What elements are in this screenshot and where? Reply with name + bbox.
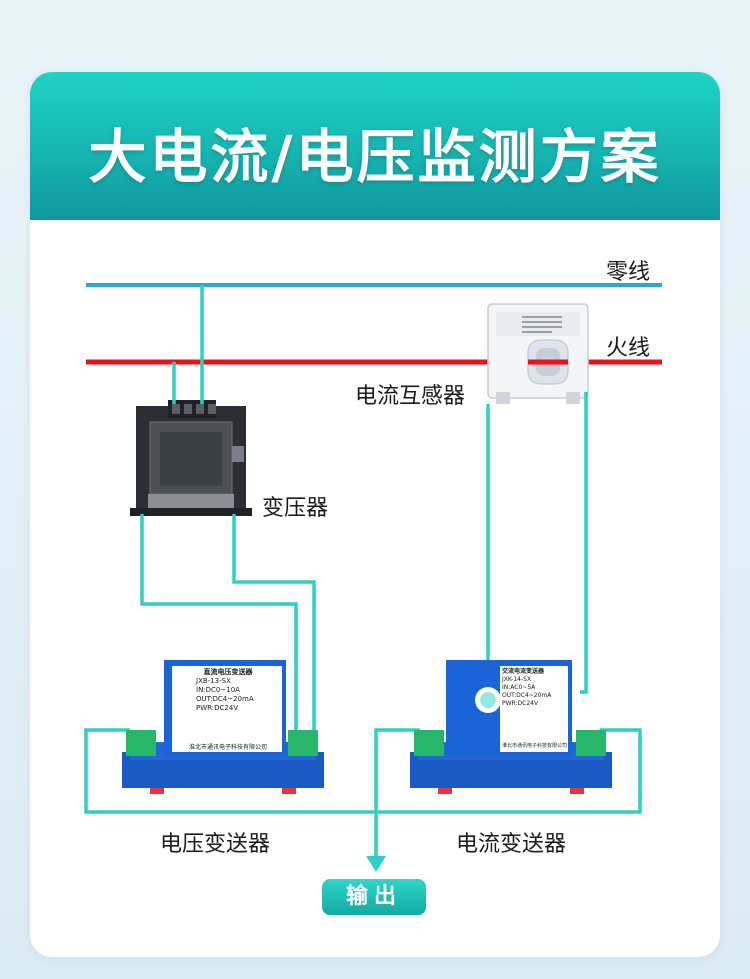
current-transformer-label: 电流互感器 bbox=[355, 384, 466, 409]
current-nameplate-header: 交流电流变送器 bbox=[502, 668, 545, 675]
current-nameplate-power: PWR:DC24V bbox=[502, 700, 539, 707]
current-nameplate: 交流电流变送器 JXK-14-SX IN:AC0~5A OUT:DC4~20mA… bbox=[502, 668, 568, 750]
live-line-label: 火线 bbox=[606, 336, 651, 361]
voltage-nameplate-input: IN:DC0~10A bbox=[196, 686, 240, 694]
current-nameplate-model: JXK-14-SX bbox=[502, 676, 532, 683]
voltage-nameplate-footer: 淮北市通讯电子科技有限公司 bbox=[188, 744, 267, 751]
transformer-device bbox=[130, 400, 252, 516]
header-banner: 大电流/电压监测方案 bbox=[30, 72, 720, 220]
current-nameplate-output: OUT:DC4~20mA bbox=[502, 692, 552, 699]
voltage-nameplate-header: 直流电压变送器 bbox=[203, 668, 253, 676]
voltage-nameplate: 直流电压变送器 JXB-13-SX IN:DC0~10A OUT:DC4~20m… bbox=[174, 668, 282, 752]
current-nameplate-input: IN:AC0~5A bbox=[502, 684, 536, 691]
header-background bbox=[30, 72, 720, 220]
voltage-nameplate-model: JXB-13-SX bbox=[196, 677, 231, 685]
voltage-transmitter-label: 电压变送器 bbox=[160, 832, 271, 857]
voltage-transmitter-device bbox=[122, 660, 324, 794]
output-badge: 输出 bbox=[322, 879, 426, 915]
page-title: 大电流/电压监测方案 bbox=[88, 123, 662, 191]
current-transmitter-device bbox=[410, 660, 612, 794]
voltage-nameplate-power: PWR:DC24V bbox=[196, 704, 239, 712]
current-nameplate-footer: 淮北市通讯电子科技有限公司 bbox=[502, 743, 568, 749]
voltage-nameplate-output: OUT:DC4~20mA bbox=[196, 695, 254, 703]
output-arrow bbox=[366, 856, 386, 872]
transformer-label: 变压器 bbox=[262, 496, 329, 521]
current-transmitter-label: 电流变送器 bbox=[456, 832, 567, 857]
signal-wires bbox=[84, 285, 642, 858]
current-transformer-device bbox=[487, 303, 589, 404]
neutral-line-label: 零线 bbox=[606, 260, 651, 285]
